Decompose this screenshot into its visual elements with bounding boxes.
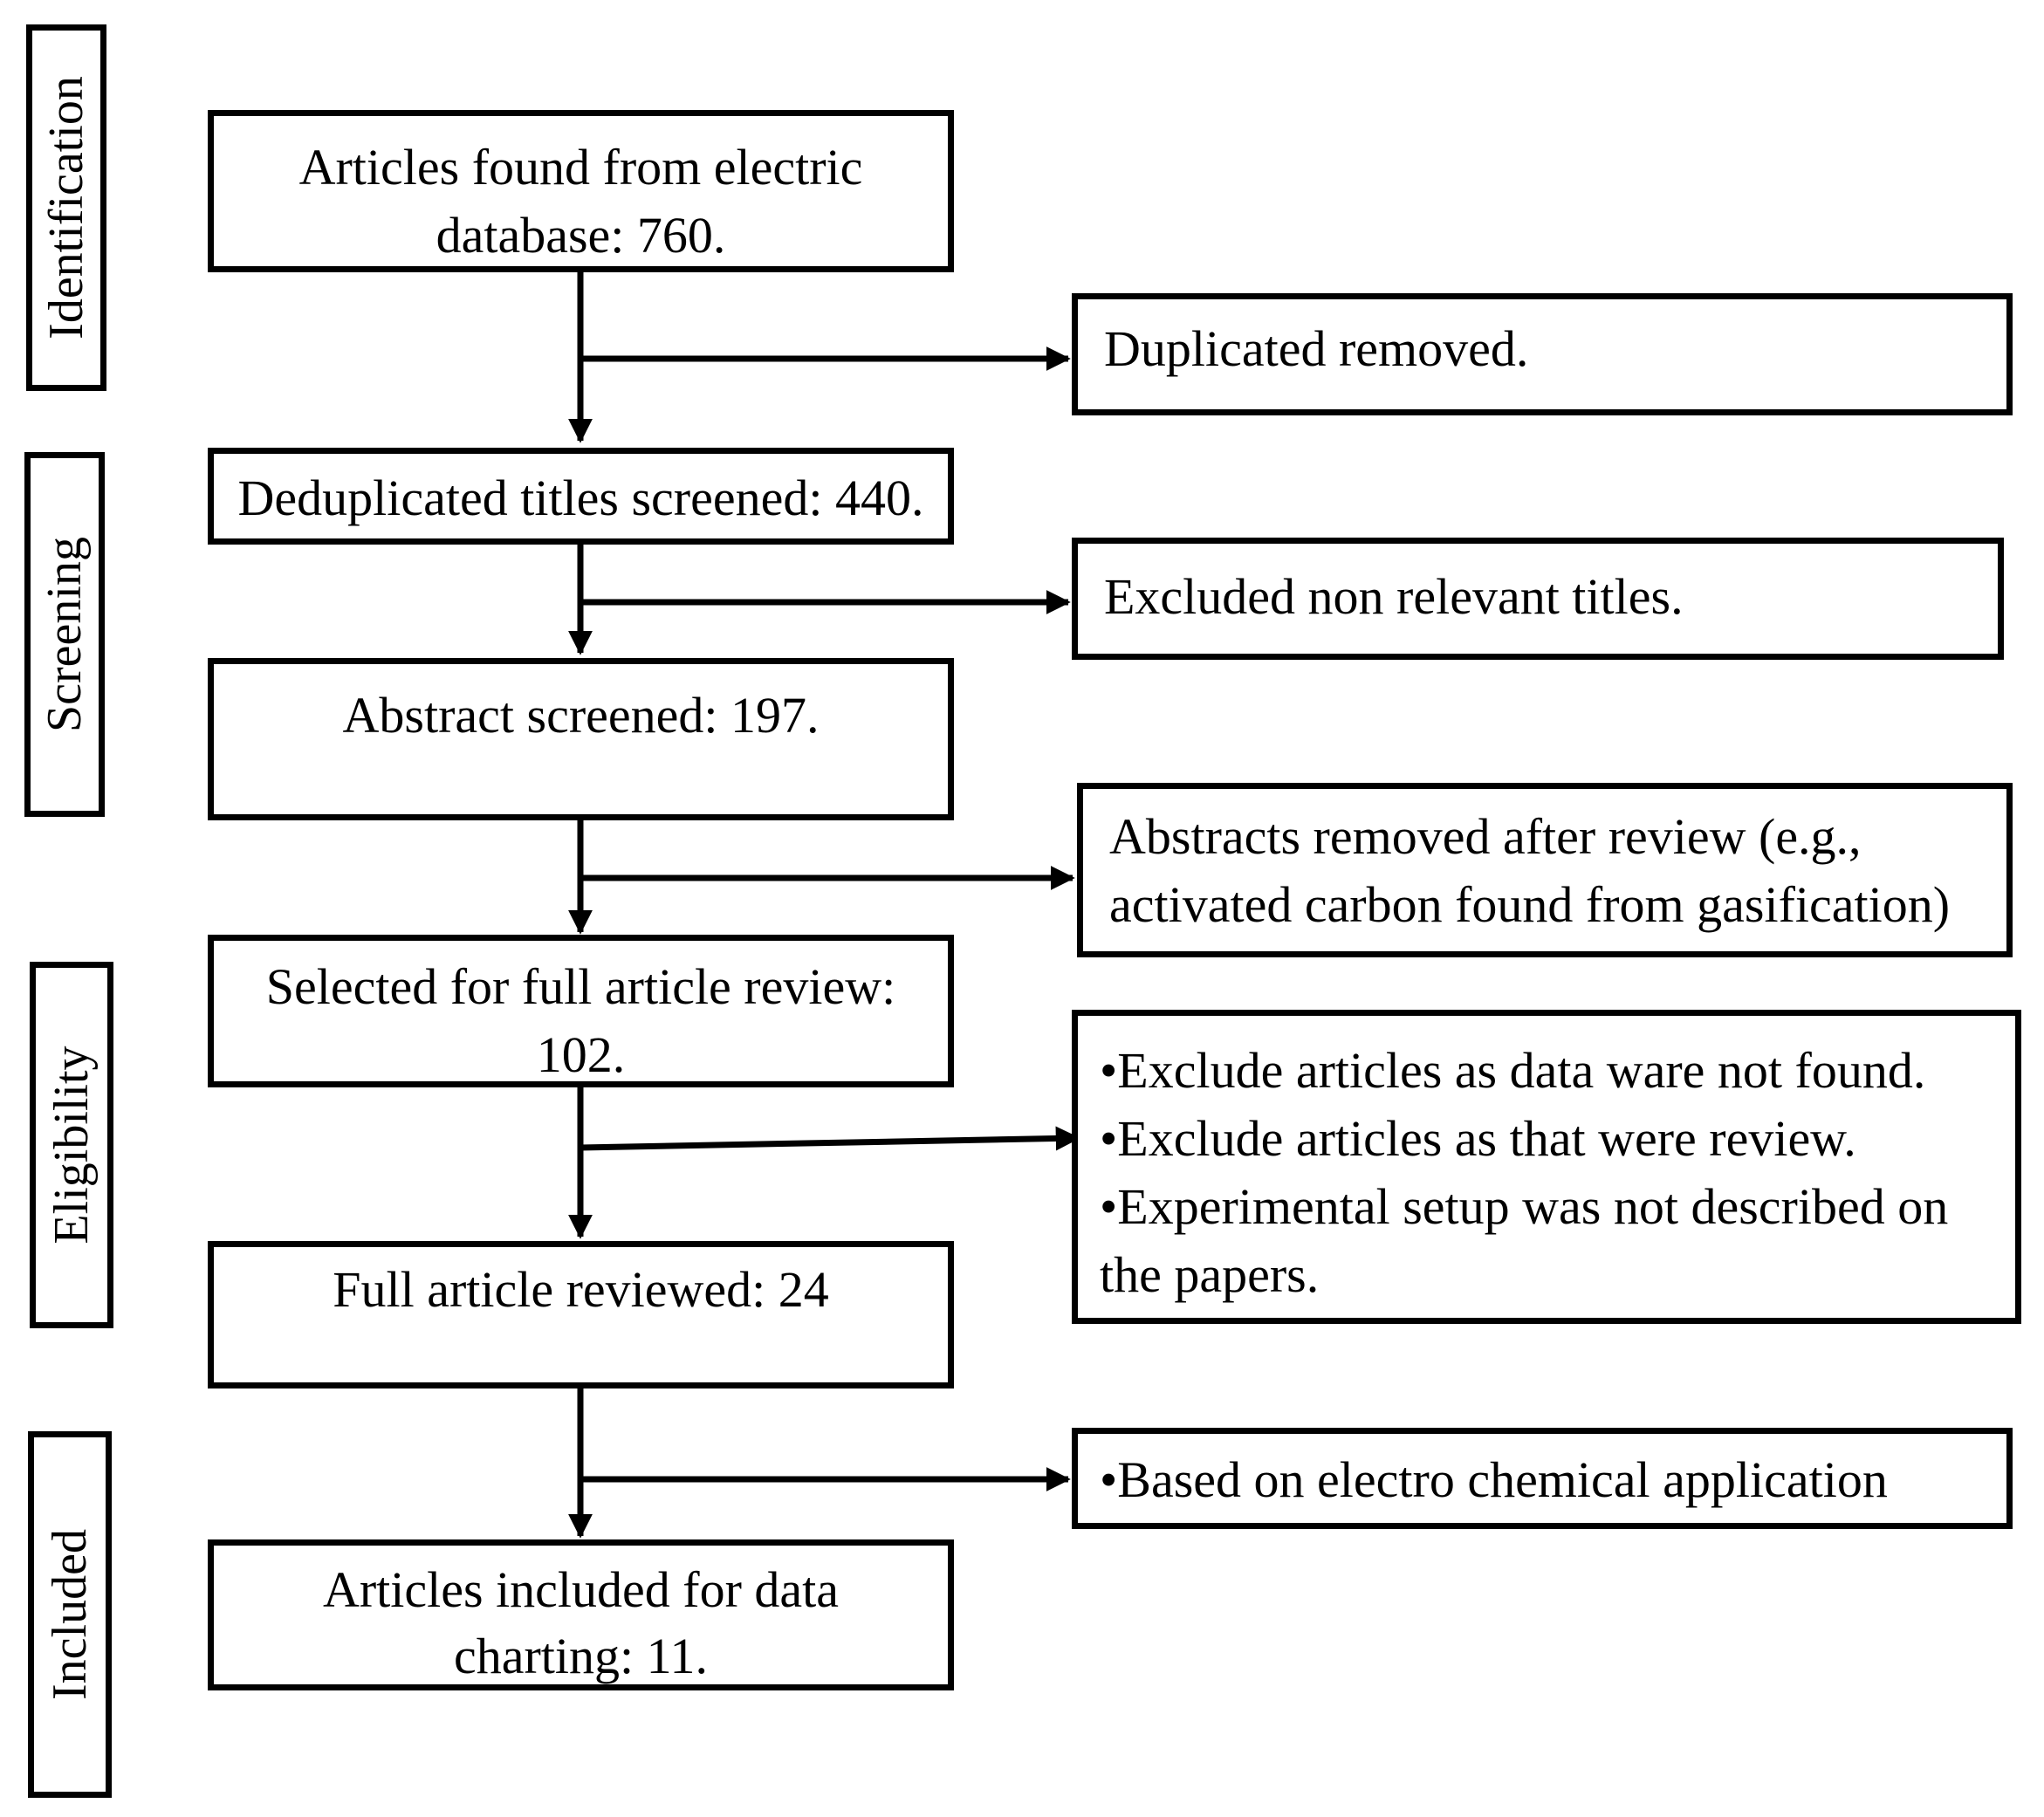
phase-screening: Screening — [24, 452, 105, 817]
side-box-abstracts-removed-line-1: Abstracts removed after review (e.g., — [1109, 808, 1862, 865]
box-articles-found-line-1: Articles found from electric — [298, 139, 863, 195]
box-selected-full-review-line-1: Selected for full article review: — [265, 958, 896, 1015]
side-box-eligibility-exclusions: •Exclude articles as data ware not found… — [1072, 1010, 2021, 1324]
side-box-inclusion-criteria: •Based on electro chemical application — [1072, 1428, 2013, 1529]
box-articles-included: Articles included for data charting: 11. — [208, 1539, 954, 1690]
arrow-to-eligibility-exclusions — [580, 1126, 1080, 1151]
box-selected-full-review-line-2: 102. — [536, 1026, 626, 1083]
box-articles-included-line-1: Articles included for data — [322, 1561, 840, 1618]
box-articles-found-line-2: database: 760. — [436, 207, 726, 264]
box-full-article-reviewed-line-1: Full article reviewed: 24 — [333, 1261, 829, 1318]
phase-identification: Identification — [26, 24, 106, 391]
side-box-abstracts-removed: Abstracts removed after review (e.g., ac… — [1077, 783, 2013, 957]
box-full-article-reviewed: Full article reviewed: 24 — [208, 1241, 954, 1388]
side-box-duplicated-removed-line-1: Duplicated removed. — [1104, 320, 1529, 377]
box-titles-screened: Deduplicated titles screened: 440. — [208, 448, 954, 545]
side-box-eligibility-exclusions-line-3: •Experimental setup was not described on — [1100, 1178, 1949, 1235]
phase-eligibility: Eligibility — [30, 962, 113, 1328]
box-articles-included-line-2: charting: 11. — [454, 1628, 708, 1684]
phase-included: Included — [28, 1431, 112, 1798]
side-box-excluded-titles-line-1: Excluded non relevant titles. — [1104, 568, 1684, 625]
box-articles-found: Articles found from electric database: 7… — [208, 110, 954, 272]
side-box-duplicated-removed: Duplicated removed. — [1072, 293, 2013, 415]
side-box-eligibility-exclusions-line-2: •Exclude articles as that were review. — [1100, 1110, 1856, 1167]
side-box-inclusion-criteria-line-1: •Based on electro chemical application — [1100, 1451, 1888, 1508]
box-abstract-screened-line-1: Abstract screened: 197. — [342, 687, 820, 744]
box-abstract-screened: Abstract screened: 197. — [208, 658, 954, 820]
side-box-excluded-titles: Excluded non relevant titles. — [1072, 538, 2004, 660]
side-box-eligibility-exclusions-line-1: •Exclude articles as data ware not found… — [1100, 1042, 1926, 1099]
side-box-abstracts-removed-line-2: activated carbon found from gasification… — [1109, 876, 1951, 933]
box-titles-screened-line-1: Deduplicated titles screened: 440. — [237, 470, 924, 526]
box-selected-full-review: Selected for full article review: 102. — [208, 935, 954, 1087]
side-box-eligibility-exclusions-line-4: the papers. — [1100, 1246, 1320, 1303]
